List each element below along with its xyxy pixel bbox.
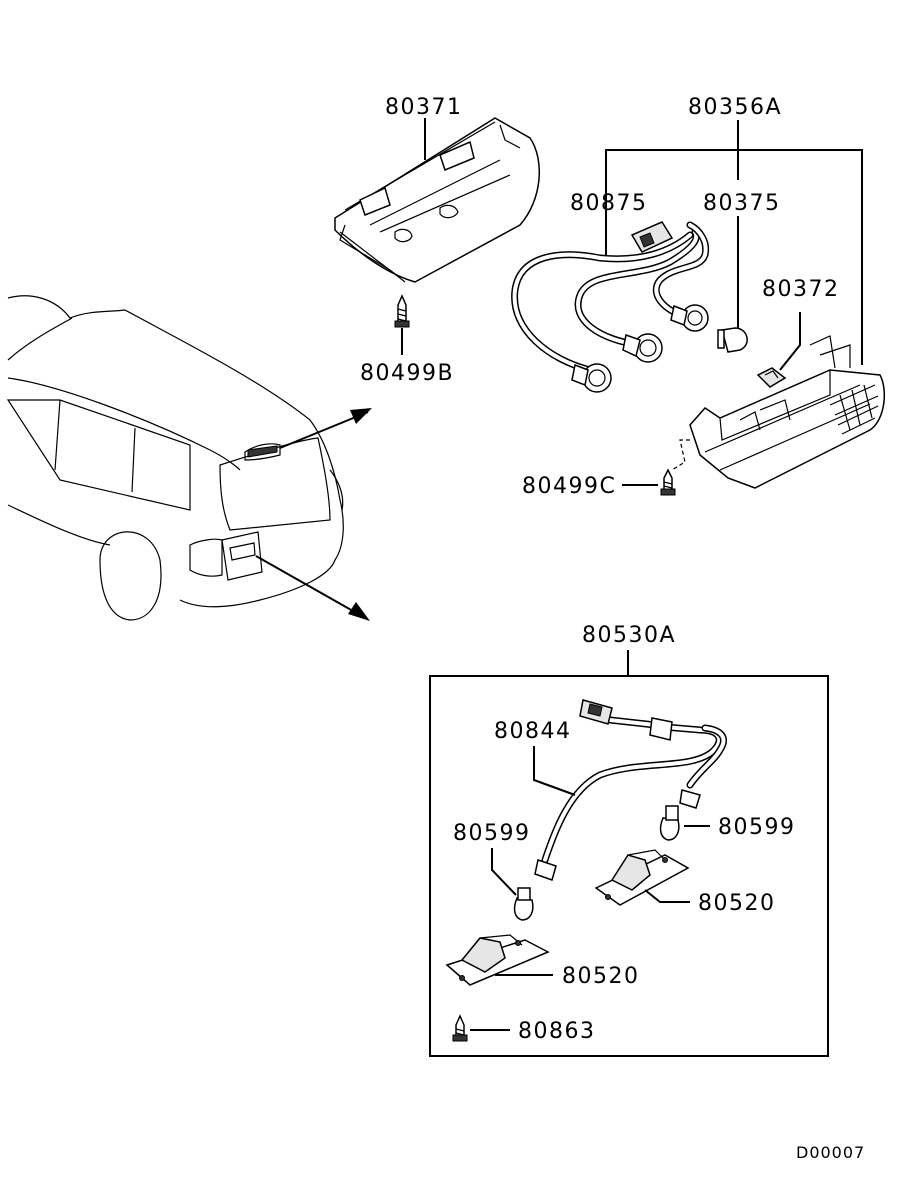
- bulb-80375: [717, 327, 748, 353]
- label-80371: 80371: [385, 95, 463, 120]
- stop-lamp-body: [671, 335, 886, 489]
- label-80863: 80863: [518, 1019, 596, 1044]
- label-80520-upper: 80520: [698, 891, 776, 916]
- label-80599-right: 80599: [718, 815, 796, 840]
- cover-80371: [334, 117, 540, 283]
- diagram-code: D00007: [796, 1143, 865, 1162]
- harness-80875: [511, 221, 710, 393]
- socket-1: [571, 363, 612, 393]
- label-80375: 80375: [703, 191, 781, 216]
- harness-80844: [533, 699, 727, 881]
- label-80499C: 80499C: [522, 474, 616, 499]
- label-80875: 80875: [570, 191, 648, 216]
- lamp-80520-lower: [445, 934, 553, 986]
- label-80356A: 80356A: [688, 95, 782, 120]
- clip-80372: [756, 367, 787, 388]
- bulb-80599-right: [659, 805, 710, 841]
- screw-80499C: [622, 468, 676, 496]
- bulb-80599-left: [491, 848, 534, 921]
- screw-80863: [452, 1014, 510, 1042]
- lens-texture: [829, 384, 879, 435]
- screw-80499B: [394, 294, 410, 355]
- label-80372: 80372: [762, 277, 840, 302]
- assembly-80530A: [429, 650, 829, 1057]
- socket-3: [670, 304, 709, 332]
- assembly-80356A: [605, 120, 863, 371]
- label-80520-lower: 80520: [562, 964, 640, 989]
- socket-2: [622, 333, 663, 363]
- vehicle-illustration: [6, 295, 372, 621]
- lamp-80520-upper: [594, 849, 690, 906]
- label-80530A: 80530A: [582, 623, 676, 648]
- label-80499B: 80499B: [360, 361, 454, 386]
- label-80599-left: 80599: [453, 821, 531, 846]
- label-80844: 80844: [494, 719, 572, 744]
